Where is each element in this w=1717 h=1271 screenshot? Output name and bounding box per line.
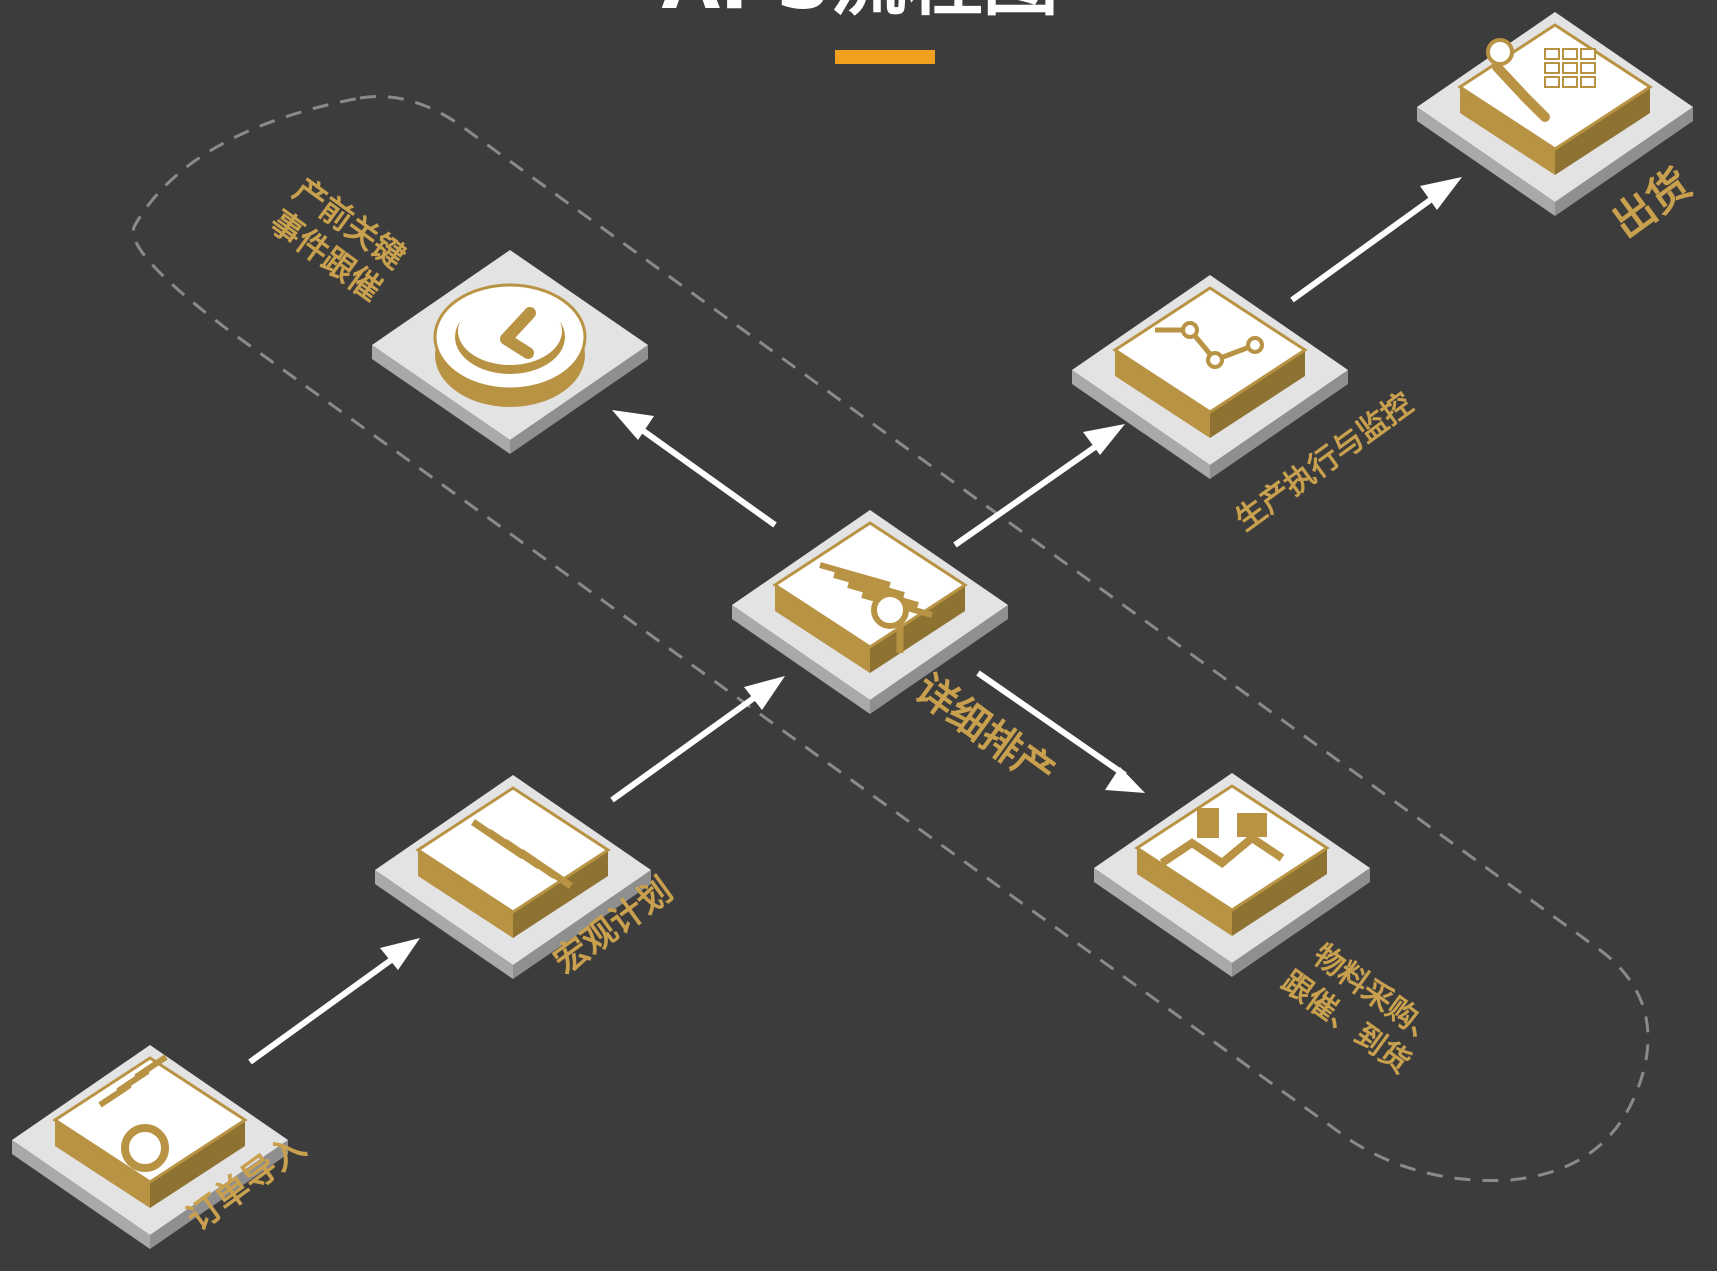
arrow-macro-to-detailed <box>610 687 767 803</box>
worker-cart-icon <box>1457 23 1653 175</box>
document-gear-icon <box>52 1054 248 1208</box>
macro_plan-platform <box>375 775 651 979</box>
material_procurement-platform <box>1094 773 1370 977</box>
arrowhead <box>1420 177 1462 210</box>
factory-icon <box>1134 784 1330 936</box>
node-platforms <box>12 12 1693 1249</box>
arrowhead <box>744 676 785 710</box>
detailed_scheduling-platform <box>732 510 1008 714</box>
document-search-icon <box>772 521 968 673</box>
monitor-chart-icon <box>1112 286 1308 438</box>
label-key-event-tracking: 产前关键 事件跟催 <box>263 170 412 308</box>
arrow-detailed-to-material <box>976 670 1127 778</box>
flow-arrows <box>248 177 1462 1065</box>
clock-icon <box>433 283 587 407</box>
arrow-monitoring-to-shipment <box>1290 190 1442 303</box>
shipment-platform <box>1417 12 1693 216</box>
label-material-procurement: 物料采购、 跟催、到货 <box>1275 938 1449 1081</box>
arrowhead <box>612 410 654 440</box>
production_monitoring-platform <box>1072 275 1348 479</box>
node-label: 详细排产 <box>906 666 1062 797</box>
key_event_tracking-platform <box>372 250 648 454</box>
order_import-platform <box>12 1045 288 1249</box>
bar-list-icon <box>415 786 611 938</box>
arrowhead <box>1105 767 1145 793</box>
page-title: APS流程图 <box>661 0 1058 26</box>
arrowhead <box>380 938 420 970</box>
arrowhead <box>1083 424 1125 455</box>
arrow-detailed-to-key-events <box>633 422 777 528</box>
label-detailed-scheduling: 详细排产 <box>906 666 1062 797</box>
arrow-order-to-macro <box>248 947 407 1065</box>
dashed-group-outline <box>131 95 1650 1182</box>
title-underline <box>835 50 935 64</box>
arrow-detailed-to-monitoring <box>953 437 1107 548</box>
